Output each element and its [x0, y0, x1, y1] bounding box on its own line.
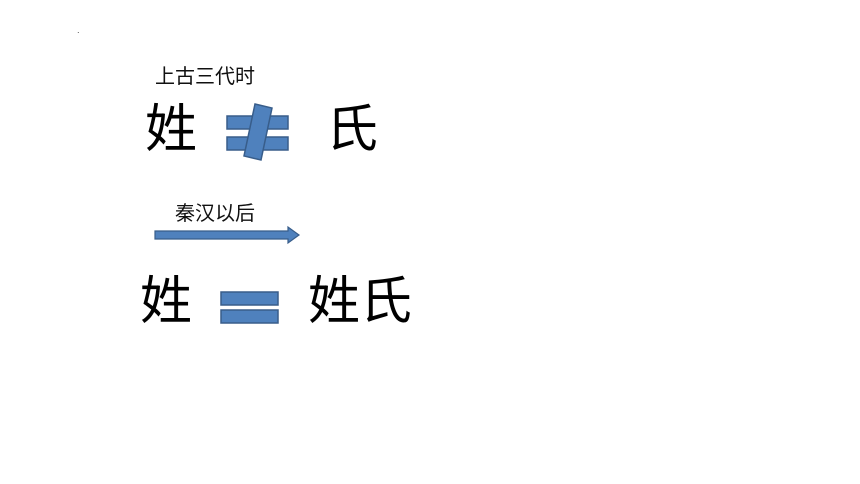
bottom-right-chars: 姓氏 [308, 272, 413, 332]
top-left-char: 姓 [145, 100, 198, 160]
top-right-char: 氏 [326, 100, 379, 160]
not-equal-icon [226, 103, 289, 161]
equal-icon [220, 291, 279, 324]
right-arrow-icon [154, 225, 301, 245]
bottom-left-char: 姓 [140, 272, 193, 332]
bottom-period-label: 秦汉以后 [175, 201, 255, 225]
top-period-label: 上古三代时 [155, 64, 255, 88]
corner-mark: . [77, 26, 80, 35]
